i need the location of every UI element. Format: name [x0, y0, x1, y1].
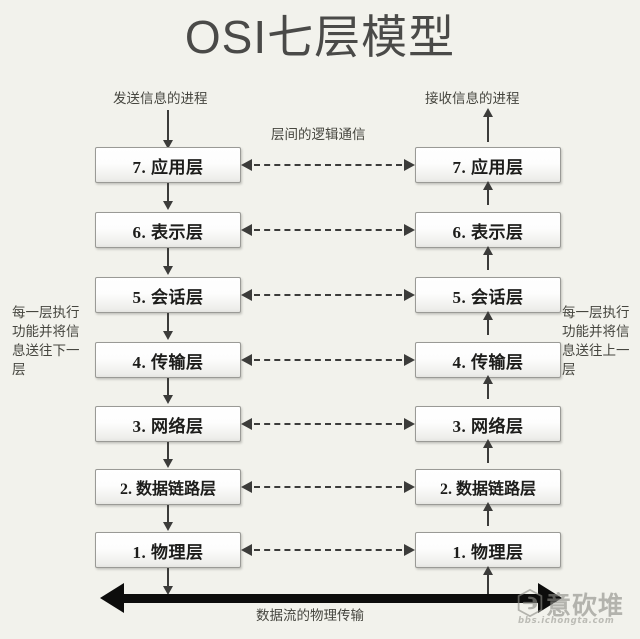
caption-bottom-note: 数据流的物理传输 — [256, 608, 364, 623]
layer-box-right-5[interactable]: 5. 会话层 — [415, 277, 561, 313]
peer-link-5-head-left — [241, 289, 252, 301]
peer-link-1-line — [254, 549, 402, 551]
peer-link-1-head-left — [241, 544, 252, 556]
page-title: OSI七层模型 — [184, 11, 456, 63]
physical-arrow-head-left — [100, 583, 124, 613]
entry-arrow-right-head — [482, 108, 493, 117]
layer-box-left-3[interactable]: 3. 网络层 — [95, 406, 241, 442]
peer-link-6-head-right — [404, 224, 415, 236]
caption-receiver-process: 接收信息的进程 — [425, 91, 520, 106]
caption-interlayer-logical-comm: 层间的逻辑通信 — [271, 127, 366, 142]
right-arrow-2-to-3-head — [482, 439, 493, 448]
peer-link-1-head-right — [404, 544, 415, 556]
peer-link-3-line — [254, 423, 402, 425]
peer-link-3-head-left — [241, 418, 252, 430]
peer-link-2-head-right — [404, 481, 415, 493]
peer-link-7-head-right — [404, 159, 415, 171]
right-arrow-2-to-3-shaft — [487, 443, 489, 463]
layer-box-right-2[interactable]: 2. 数据链路层 — [415, 469, 561, 505]
caption-left-side-note: 每一层执行功能并将信息送往下一层 — [12, 305, 80, 377]
peer-link-3-head-right — [404, 418, 415, 430]
watermark-domain: bbs.ichongta.com — [518, 616, 615, 626]
right-arrow-4-to-5-shaft — [487, 315, 489, 335]
left-arrow-3-to-2-head — [162, 459, 173, 468]
left-arrow-6-to-5-shaft — [167, 248, 169, 268]
peer-link-6-line — [254, 229, 402, 231]
physical-arrow-head-right — [538, 583, 562, 613]
right-arrow-5-to-6-shaft — [487, 250, 489, 270]
right-arrow-4-to-5-head — [482, 311, 493, 320]
left-arrow-2-to-1-shaft — [167, 505, 169, 524]
left-exit-arrow-shaft — [167, 568, 169, 590]
left-arrow-6-to-5-head — [162, 266, 173, 275]
peer-link-layer-5 — [241, 289, 415, 301]
left-arrow-3-to-2-shaft — [167, 442, 169, 461]
left-arrow-4-to-3-shaft — [167, 378, 169, 397]
peer-link-5-head-right — [404, 289, 415, 301]
right-arrow-1-to-2-shaft — [487, 506, 489, 526]
left-exit-arrow-head — [162, 586, 173, 595]
entry-arrow-left-shaft — [167, 110, 169, 142]
peer-link-layer-1 — [241, 544, 415, 556]
peer-link-5-line — [254, 294, 402, 296]
right-entry-arrow-shaft — [487, 572, 489, 594]
layer-box-left-5[interactable]: 5. 会话层 — [95, 277, 241, 313]
physical-transmission-bar — [122, 594, 540, 603]
peer-link-layer-7 — [241, 159, 415, 171]
layer-box-left-6[interactable]: 6. 表示层 — [95, 212, 241, 248]
caption-right-side-note: 每一层执行功能并将信息送往上一层 — [562, 305, 630, 377]
peer-link-4-head-left — [241, 354, 252, 366]
left-arrow-7-to-6-shaft — [167, 183, 169, 203]
peer-link-7-line — [254, 164, 402, 166]
layer-box-left-7[interactable]: 7. 应用层 — [95, 147, 241, 183]
layer-box-left-4[interactable]: 4. 传输层 — [95, 342, 241, 378]
right-arrow-6-to-7-shaft — [487, 185, 489, 205]
peer-link-6-head-left — [241, 224, 252, 236]
peer-link-4-line — [254, 359, 402, 361]
peer-link-2-head-left — [241, 481, 252, 493]
caption-sender-process: 发送信息的进程 — [113, 91, 208, 106]
peer-link-7-head-left — [241, 159, 252, 171]
layer-box-right-1[interactable]: 1. 物理层 — [415, 532, 561, 568]
peer-link-2-line — [254, 486, 402, 488]
entry-arrow-right-shaft — [487, 110, 489, 142]
left-arrow-4-to-3-head — [162, 395, 173, 404]
layer-box-right-7[interactable]: 7. 应用层 — [415, 147, 561, 183]
right-entry-arrow-head — [482, 566, 493, 575]
layer-box-right-4[interactable]: 4. 传输层 — [415, 342, 561, 378]
layer-box-right-6[interactable]: 6. 表示层 — [415, 212, 561, 248]
entry-arrow-left-head — [162, 140, 173, 149]
left-arrow-2-to-1-head — [162, 522, 173, 531]
peer-link-4-head-right — [404, 354, 415, 366]
right-arrow-1-to-2-head — [482, 502, 493, 511]
left-arrow-7-to-6-head — [162, 201, 173, 210]
right-arrow-3-to-4-head — [482, 375, 493, 384]
layer-box-left-2[interactable]: 2. 数据链路层 — [95, 469, 241, 505]
peer-link-layer-2 — [241, 481, 415, 493]
peer-link-layer-4 — [241, 354, 415, 366]
layer-box-left-1[interactable]: 1. 物理层 — [95, 532, 241, 568]
right-arrow-6-to-7-head — [482, 181, 493, 190]
layer-box-right-3[interactable]: 3. 网络层 — [415, 406, 561, 442]
left-arrow-5-to-4-shaft — [167, 313, 169, 333]
peer-link-layer-3 — [241, 418, 415, 430]
right-arrow-5-to-6-head — [482, 246, 493, 255]
right-arrow-3-to-4-shaft — [487, 379, 489, 399]
peer-link-layer-6 — [241, 224, 415, 236]
left-arrow-5-to-4-head — [162, 331, 173, 340]
